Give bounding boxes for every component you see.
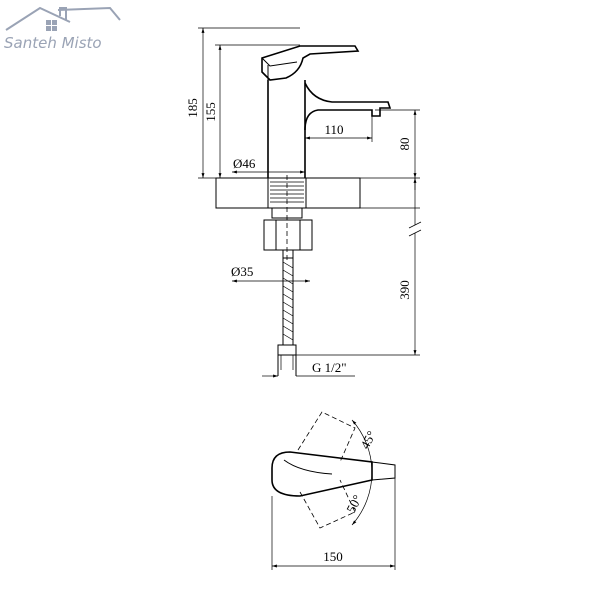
label-spout-height: 80: [397, 138, 412, 151]
dimension-labels: 185 155 110 80 Ø46 Ø35 390 G 1/2": [185, 98, 412, 375]
brand-logo-text: Santeh Misto: [4, 34, 102, 52]
label-height-total: 185: [185, 98, 200, 118]
faucet-elevation: [215, 45, 392, 376]
label-shank-diameter: Ø35: [231, 264, 253, 279]
label-spout-reach: 110: [324, 122, 343, 137]
label-thread: G 1/2": [312, 360, 347, 375]
label-base-diameter: Ø46: [233, 156, 256, 171]
label-height-body: 155: [203, 102, 218, 122]
plan-labels: 45° 50° 150: [323, 428, 379, 564]
label-plan-length: 150: [323, 549, 343, 564]
faucet-plan-view: [271, 411, 396, 570]
brand-logo: Santeh Misto: [4, 6, 121, 52]
label-hose-length: 390: [397, 280, 412, 300]
dimension-lines: [198, 27, 422, 378]
